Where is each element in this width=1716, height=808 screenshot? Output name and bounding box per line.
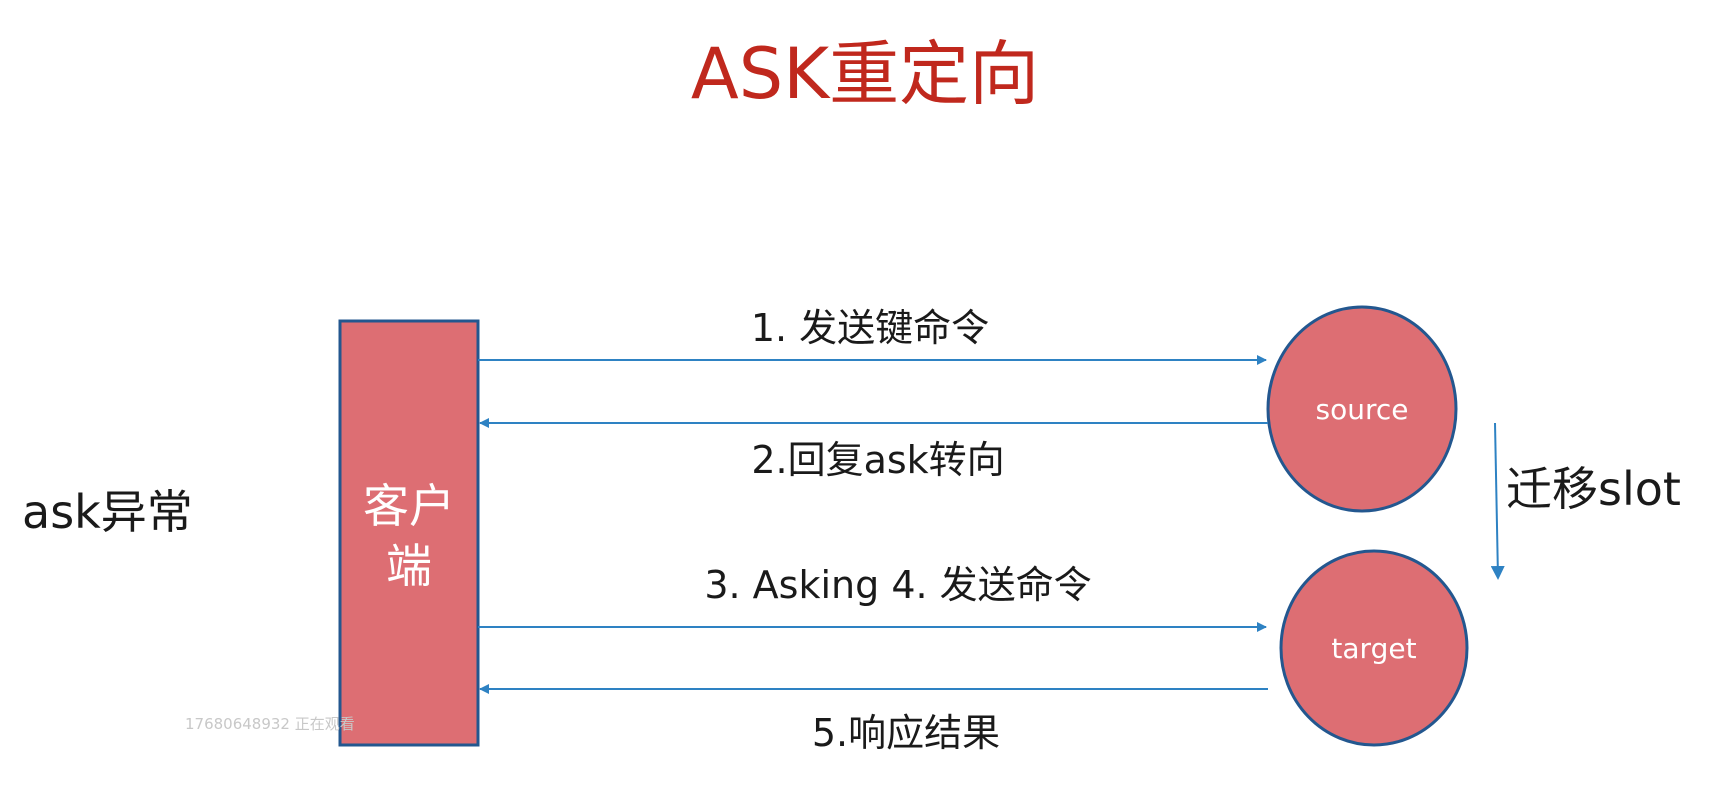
target-circle: [1279, 549, 1469, 747]
source-circle: [1266, 305, 1458, 513]
client-label-line1: 客户: [363, 479, 455, 533]
target-label: target: [1331, 632, 1416, 665]
message-label-1: 1. 发送键命令: [751, 306, 989, 350]
message-label-3: 3. Asking 4. 发送命令: [704, 563, 1091, 607]
message-label-2: 2.回复ask转向: [751, 438, 1004, 482]
source-node: source: [1266, 305, 1458, 513]
client-node: 客户 端: [338, 319, 480, 747]
source-label: source: [1316, 393, 1409, 426]
target-node: target: [1279, 549, 1469, 747]
client-label-line2: 端: [386, 539, 432, 593]
arrow-migrate-slot: [1490, 422, 1505, 580]
message-label-5: 5.响应结果: [812, 711, 1000, 755]
side-label: ask异常: [22, 485, 193, 539]
page-title: ASK重定向: [691, 33, 1039, 115]
watermark-text: 17680648932 正在观看: [185, 715, 355, 733]
client-box: [338, 319, 480, 747]
migrate-slot-label: 迁移slot: [1506, 462, 1681, 516]
